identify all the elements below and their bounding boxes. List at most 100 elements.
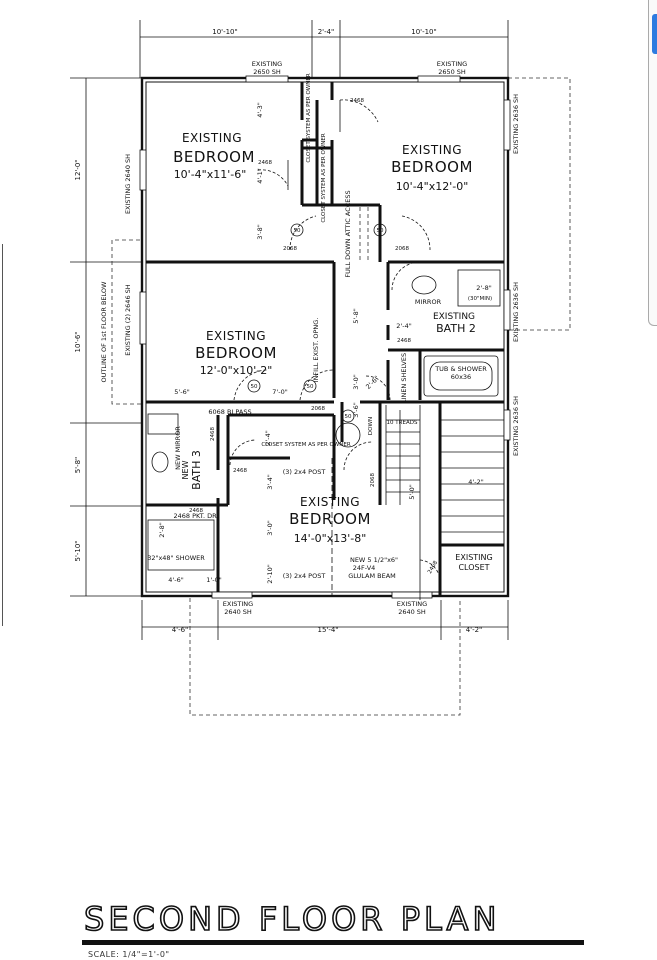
room-bed-nw-l1: EXISTING <box>182 131 242 145</box>
room-bed-s-l2: BEDROOM <box>289 510 371 528</box>
dim-2-4b: 2'-4" <box>396 322 411 330</box>
win-top-r2: 2650 SH <box>438 68 466 76</box>
dim-top-3: 10'-10" <box>411 28 436 36</box>
windows <box>139 75 511 599</box>
dim-left-1: 12'-0" <box>74 159 82 180</box>
window-edge <box>648 0 657 326</box>
beam-3: GLULAM BEAM <box>348 572 396 580</box>
dim-bottom-2: 15'-4" <box>317 626 338 634</box>
win-top-l: EXISTING <box>252 60 282 68</box>
fixtures <box>147 223 501 571</box>
tub-label: TUB & SHOWER <box>434 365 487 373</box>
s50-d: 50 <box>307 384 314 390</box>
dim-2-8b: 2'-8" <box>476 284 491 292</box>
door-code-4: 2468 <box>210 427 216 441</box>
stair-treads <box>385 405 504 600</box>
win-bot-l2: 2640 SH <box>224 608 252 616</box>
down-label: DOWN <box>368 417 374 435</box>
door-code-11: 2068 <box>370 473 376 487</box>
closet-sys-3: CLOSET SYSTEM AS PER OWNER <box>261 442 351 448</box>
linen-label: LINEN SHELVES <box>400 353 408 403</box>
dim-4-1: 4'-1" <box>256 168 264 183</box>
dim-2-6: 2'-6" <box>364 374 381 391</box>
beam-1: NEW 5 1/2"x6" <box>350 556 398 564</box>
room-closet: EXISTING CLOSET <box>455 553 492 572</box>
dim-bottom-1: 4'-6" <box>172 626 189 634</box>
attic-label: FULL DOWN ATTIC ACCESS <box>344 190 352 277</box>
closet-sys-1: CLOSET SYSTEM AS PER OWNER <box>306 73 312 163</box>
win-right-2: EXISTING 2636 SH <box>512 282 520 342</box>
door-code-2: 2468 <box>258 160 272 166</box>
win-top-r: EXISTING <box>437 60 467 68</box>
infill-label: INFILL EXIST. OPNG. <box>312 318 320 383</box>
door-code-7: 2468 <box>427 560 439 576</box>
door-code-6: 2468 <box>189 508 203 514</box>
treads-label: 10 TREADS <box>387 420 418 426</box>
seat-label: (30"MIN) <box>468 296 492 302</box>
room-bed-w: EXISTING BEDROOM 12'-0"x10'-2" <box>195 329 276 377</box>
room-bed-s-l3: 14'-0"x13'-8" <box>294 532 367 545</box>
post-2: (3) 2x4 POST <box>283 572 326 580</box>
dim-4-2: 4'-2" <box>468 478 483 486</box>
scale-note: SCALE: 1/4"=1'-0" <box>88 950 170 959</box>
dim-3-6: 3'-6" <box>352 402 360 417</box>
dim-4-3: 4'-3" <box>256 102 264 117</box>
door-code-1: 2468 <box>350 98 364 104</box>
room-bed-ne: EXISTING BEDROOM 10'-4"x12'-0" <box>391 143 473 193</box>
door-code-3: 2468 <box>397 338 411 344</box>
dim-5-8: 5'-8" <box>352 308 360 323</box>
scrollbar-tab[interactable] <box>652 14 657 54</box>
mirror-label: MIRROR <box>415 298 442 306</box>
room-closet-l2: CLOSET <box>458 563 489 572</box>
s50-c: 50 <box>251 384 258 390</box>
bipass-label: 6068 BI PASS <box>208 408 251 416</box>
door-code-8: 2068 <box>283 246 297 252</box>
dim-left-3: 5'-8" <box>74 457 82 474</box>
post-1: (3) 2x4 POST <box>283 468 326 476</box>
beam-2: 24F-V4 <box>353 564 376 572</box>
first-floor-outline <box>111 77 571 716</box>
room-bath2-l1: EXISTING <box>433 312 475 322</box>
room-bed-nw-l2: BEDROOM <box>173 148 255 166</box>
closet-sys-2: CLOSET SYSTEM AS PER OWNER <box>321 133 327 223</box>
dim-top-2: 2'-4" <box>318 28 335 36</box>
win-bot-l: EXISTING <box>223 600 253 608</box>
dim-7-0: 7'-0" <box>272 388 287 396</box>
dim-2-4: 2'-4" <box>264 430 272 445</box>
dim-top-1: 10'-10" <box>212 28 237 36</box>
dim-left-4: 5'-10" <box>74 540 82 561</box>
dim-2-8: 2'-8" <box>158 522 166 537</box>
window-edge-left <box>0 244 3 626</box>
s50-e: 50 <box>345 414 352 420</box>
win-bot-r2: 2640 SH <box>398 608 426 616</box>
room-bath3: NEW BATH 3 <box>181 450 203 490</box>
dim-left-2: 10'-6" <box>74 331 82 352</box>
win-right-3: EXISTING 2636 SH <box>512 396 520 456</box>
dim-3-8: 3'-8" <box>256 224 264 239</box>
floor-plan-drawing: EXISTING BEDROOM 10'-4"x11'-6" EXISTING … <box>70 20 571 716</box>
tub-size: 60x36 <box>451 373 471 381</box>
door-code-10: 2068 <box>311 406 325 412</box>
dim-3-4: 3'-4" <box>266 474 274 489</box>
plan-title: SECOND FLOOR PLAN <box>83 899 501 939</box>
dim-3-0: 3'-0" <box>266 520 274 535</box>
room-bath3-l2: BATH 3 <box>190 450 203 490</box>
room-bed-s-l1: EXISTING <box>300 495 360 509</box>
room-closet-l1: EXISTING <box>455 553 492 562</box>
room-bed-w-l3: 12'-0"x10'-2" <box>200 364 273 377</box>
win-bot-r: EXISTING <box>397 600 427 608</box>
dim-3-0b: 3'-0" <box>352 374 360 389</box>
room-bath2-l2: BATH 2 <box>436 322 476 335</box>
title-underline <box>82 940 584 945</box>
pkt-label: 2468 PKT. DR. <box>174 512 219 520</box>
room-bed-ne-l1: EXISTING <box>402 143 462 157</box>
room-bath2: EXISTING BATH 2 <box>433 312 476 335</box>
dim-4-6: 4'-6" <box>168 576 183 584</box>
outline-label: OUTLINE OF 1st FLOOR BELOW <box>100 281 108 382</box>
shower-label: 32"x48" SHOWER <box>147 554 205 562</box>
s50-a: 50 <box>294 228 301 234</box>
door-code-5: 2468 <box>233 468 247 474</box>
dim-2-10: 2'-10" <box>266 564 274 584</box>
dim-5-6: 5'-6" <box>174 388 189 396</box>
room-bed-ne-l2: BEDROOM <box>391 158 473 176</box>
